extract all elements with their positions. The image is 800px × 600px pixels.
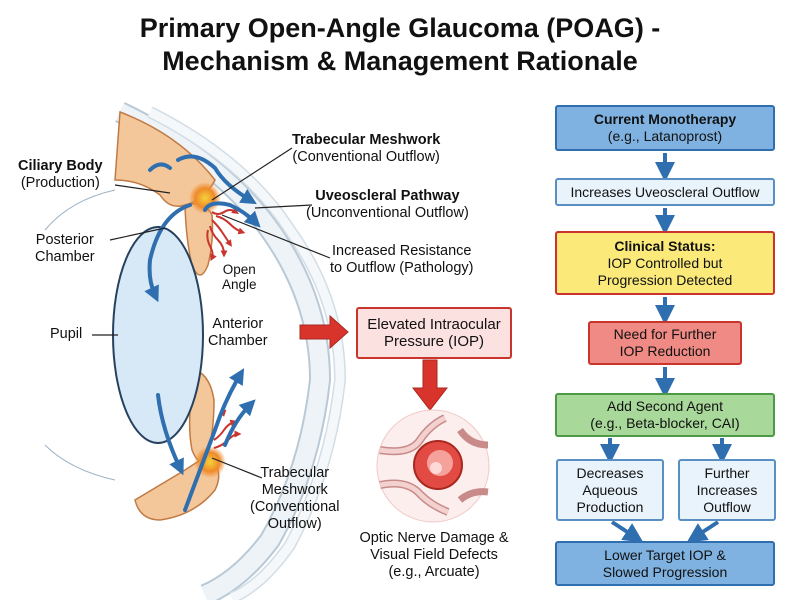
label-trabecular-meshwork-bottom: Trabecular Meshwork (Conventional Outflo… — [250, 465, 339, 533]
box-decreases-aqueous: Decreases Aqueous Production — [556, 459, 664, 521]
need-line2: IOP Reduction — [619, 343, 711, 359]
open-angle-line1: Open — [222, 262, 256, 277]
clinical-status-title: Clinical Status: — [614, 237, 716, 254]
trabecular-top-name: Trabecular Meshwork — [292, 132, 441, 148]
label-posterior-chamber: Posterior Chamber — [35, 232, 95, 266]
box-lower-target-iop: Lower Target IOP & Slowed Progression — [555, 541, 775, 586]
ciliary-body-name: Ciliary Body — [18, 158, 103, 174]
box-add-second-agent: Add Second Agent (e.g., Beta-blocker, CA… — [555, 393, 775, 437]
trabecular-bottom-line4: Outflow) — [267, 516, 322, 532]
flowchart-arrows — [600, 153, 732, 543]
open-angle-line2: Angle — [222, 277, 257, 292]
aqueous-flow-arrows — [144, 154, 261, 512]
posterior-chamber-line2: Chamber — [35, 249, 95, 265]
label-optic-nerve-damage: Optic Nerve Damage & Visual Field Defect… — [354, 530, 514, 581]
box-increases-uveoscleral: Increases Uveoscleral Outflow — [555, 178, 775, 206]
box-need-further-reduction: Need for Further IOP Reduction — [588, 321, 742, 365]
ciliary-body-top — [114, 110, 221, 276]
posterior-chamber-line1: Posterior — [35, 232, 94, 248]
second-agent-line2: (e.g., Beta-blocker, CAI) — [590, 415, 740, 431]
anterior-chamber-line1: Anterior — [212, 316, 264, 332]
iop-line2: Pressure (IOP) — [383, 333, 485, 350]
elevated-iop-box: Elevated Intraocular Pressure (IOP) — [356, 307, 512, 359]
further-line1: Further — [704, 464, 750, 481]
title-line-1: Primary Open-Angle Glaucoma (POAG) - — [139, 13, 661, 43]
box-clinical-status: Clinical Status: IOP Controlled but Prog… — [555, 231, 775, 295]
resistance-line1: Increased Resistance — [332, 243, 472, 259]
further-line2: Increases — [696, 481, 758, 498]
trabecular-bottom-line2: Meshwork — [261, 482, 328, 498]
second-agent-line1: Add Second Agent — [607, 398, 723, 414]
trabecular-top-sub: (Conventional Outflow) — [292, 149, 440, 165]
further-line3: Outflow — [703, 498, 751, 515]
uveoscleral-sub: (Unconventional Outflow) — [306, 205, 469, 221]
clinical-status-line2: Progression Detected — [597, 271, 733, 288]
trabecular-bottom-line1: Trabecular — [260, 465, 330, 481]
ciliary-body-sub: (Production) — [20, 175, 100, 191]
need-line1: Need for Further — [613, 326, 717, 342]
label-trabecular-meshwork-top: Trabecular Meshwork (Conventional Outflo… — [292, 132, 440, 166]
optic-line1: Optic Nerve Damage & — [359, 530, 509, 546]
decreases-line2: Aqueous — [582, 481, 638, 498]
trabecular-bottom-line3: (Conventional — [250, 499, 340, 515]
label-uveoscleral-pathway: Uveoscleral Pathway (Unconventional Outf… — [306, 188, 469, 222]
label-increased-resistance: Increased Resistance to Outflow (Patholo… — [330, 243, 473, 277]
decreases-line3: Production — [576, 498, 644, 515]
label-pupil: Pupil — [50, 326, 83, 342]
label-open-angle: Open Angle — [222, 262, 257, 292]
clinical-status-line1: IOP Controlled but — [607, 254, 723, 271]
optic-line2: Visual Field Defects — [370, 547, 498, 563]
resistance-squiggles — [206, 207, 246, 262]
box-current-monotherapy: Current Monotherapy (e.g., Latanoprost) — [555, 105, 775, 151]
resistance-line2: to Outflow (Pathology) — [330, 260, 474, 276]
optic-nerve-illustration — [376, 409, 490, 523]
label-ciliary-body: Ciliary Body (Production) — [18, 158, 103, 192]
pathology-arrows — [299, 314, 449, 411]
optic-line3: (e.g., Arcuate) — [388, 564, 480, 580]
monotherapy-title: Current Monotherapy — [593, 111, 737, 127]
iop-line1: Elevated Intraocular — [367, 316, 501, 333]
anterior-chamber-line2: Chamber — [208, 333, 268, 349]
uveoscleral-outflow-text: Increases Uveoscleral Outflow — [570, 183, 760, 200]
uveoscleral-name: Uveoscleral Pathway — [315, 188, 460, 204]
decreases-line1: Decreases — [576, 464, 644, 481]
monotherapy-sub: (e.g., Latanoprost) — [607, 128, 723, 144]
title-line-2: Mechanism & Management Rationale — [162, 46, 638, 76]
diagram-title: Primary Open-Angle Glaucoma (POAG) - Mec… — [0, 12, 800, 78]
leader-lines — [92, 147, 331, 479]
target-line1: Lower Target IOP & — [604, 546, 726, 563]
target-line2: Slowed Progression — [602, 563, 728, 580]
box-further-increases-outflow: Further Increases Outflow — [678, 459, 776, 521]
label-anterior-chamber: Anterior Chamber — [208, 316, 268, 350]
